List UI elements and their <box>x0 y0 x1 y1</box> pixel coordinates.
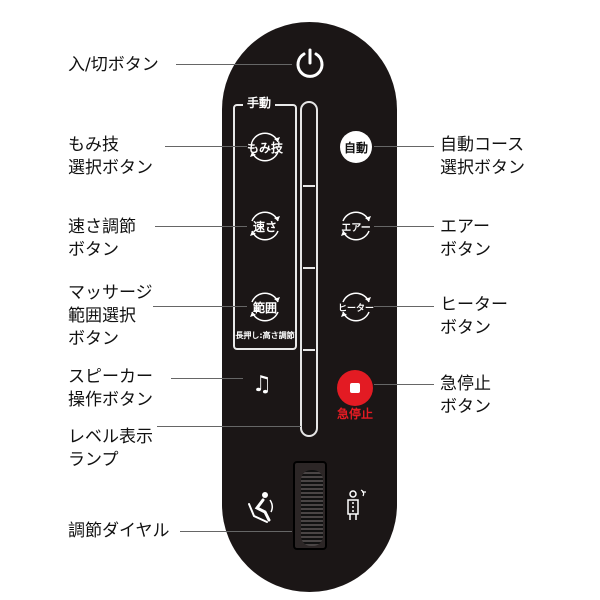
auto-course-button[interactable]: 自動 <box>337 128 375 166</box>
speaker-label-1: スピーカー <box>68 367 153 387</box>
range-long-press-note: 長押し:高さ調節 <box>235 331 295 340</box>
recline-seat-icon <box>248 492 274 523</box>
air-ring-icon <box>341 211 371 241</box>
auto-label-2: 選択ボタン <box>440 158 525 178</box>
level-lamp-divider <box>303 349 315 351</box>
level-lamp <box>300 101 318 437</box>
leader-line <box>374 226 434 227</box>
speaker-label-2: 操作ボタン <box>68 390 153 410</box>
air-label: エアー <box>341 222 371 234</box>
leader-line <box>157 426 301 427</box>
momi-waza-label: もみ技 <box>246 140 283 155</box>
level-label-2: ランプ <box>68 450 119 470</box>
level-label-1: レベル表示 <box>68 427 153 447</box>
air-button[interactable]: エアー <box>337 207 375 245</box>
leader-line <box>374 146 434 147</box>
level-lamp-divider <box>303 267 315 269</box>
speed-label-1: 速さ調節 <box>68 217 136 237</box>
range-ring-icon <box>250 292 280 322</box>
momi-waza-label-1: もみ技 <box>68 135 119 155</box>
auto-label-1: 自動コース <box>440 135 525 155</box>
leader-line <box>155 226 247 227</box>
auto-label: 自動 <box>343 140 368 155</box>
leader-line <box>180 531 292 532</box>
dial-label: 調節ダイヤル <box>68 521 170 541</box>
leader-line <box>374 306 434 307</box>
speed-label: 速さ <box>252 219 277 234</box>
range-label-1: マッサージ <box>68 283 153 303</box>
speed-button[interactable]: 速さ <box>246 207 284 245</box>
momi-waza-button[interactable]: もみ技 <box>246 128 284 166</box>
power-button-label: 入/切ボタン <box>68 55 159 75</box>
heater-label-2: ボタン <box>440 318 491 338</box>
speed-ring-icon <box>250 211 280 241</box>
speaker-icon[interactable]: ♫ <box>252 372 272 397</box>
heater-ring-icon <box>341 292 371 322</box>
level-lamp-divider <box>303 185 315 187</box>
speed-label-2: ボタン <box>68 240 119 260</box>
range-button[interactable]: 範囲 <box>246 288 284 326</box>
range-label-3: ボタン <box>68 329 119 349</box>
manual-group-title: 手動 <box>243 96 276 110</box>
stop-label-2: ボタン <box>440 397 491 417</box>
stop-square-icon <box>350 383 360 393</box>
heater-label-1: ヒーター <box>440 295 508 315</box>
leader-line <box>165 146 247 147</box>
auto-button-icon <box>340 131 372 163</box>
leader-line <box>176 64 292 65</box>
leader-line <box>171 378 243 379</box>
heater-label: ヒーター <box>337 303 374 314</box>
emergency-stop-button[interactable] <box>337 370 373 406</box>
power-icon[interactable] <box>293 46 327 80</box>
air-label-1: エアー <box>440 217 490 237</box>
leader-line <box>374 384 434 385</box>
momi-waza-label-2: 選択ボタン <box>68 158 153 178</box>
momi-waza-ring-icon <box>250 132 280 162</box>
range-label-2: 範囲選択 <box>68 306 136 326</box>
range-label: 範囲 <box>252 300 277 315</box>
air-label-2: ボタン <box>440 240 491 260</box>
stop-label-1: 急停止 <box>440 374 491 394</box>
heater-button[interactable]: ヒーター <box>337 288 375 326</box>
leader-line <box>153 306 247 307</box>
emergency-stop-label: 急停止 <box>336 407 373 421</box>
adjust-dial[interactable] <box>301 470 323 546</box>
body-scan-icon <box>347 489 366 520</box>
